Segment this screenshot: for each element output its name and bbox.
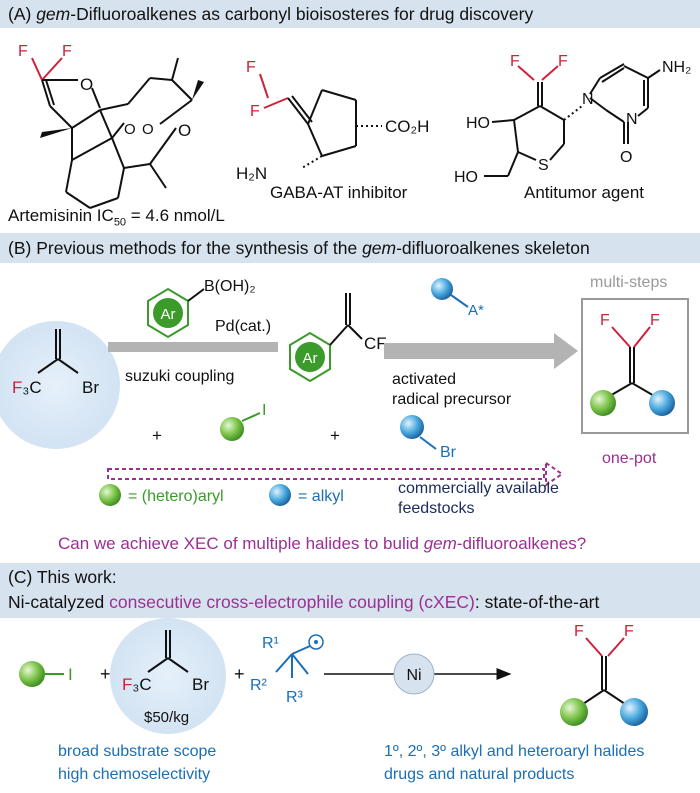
one-pot-arrow	[107, 468, 545, 480]
svg-text:O: O	[80, 75, 93, 94]
blue-sphere-icon	[620, 698, 648, 726]
green-sphere-icon	[19, 661, 45, 687]
svg-text:R³: R³	[286, 689, 304, 706]
svg-text:F: F	[246, 59, 256, 76]
svg-text:+: +	[330, 426, 340, 445]
svg-text:S: S	[538, 157, 549, 174]
green-sphere-icon	[220, 417, 244, 441]
section-c-scheme: I + F₃C Br $50/kg + R¹ R² R³ Ni F F	[19, 618, 648, 734]
antitumor-agent-structure: F F N N O S NH₂ HO HO	[454, 53, 691, 186]
svg-text:F: F	[18, 43, 28, 60]
blue-sphere-icon	[649, 390, 675, 416]
svg-text:NH₂: NH₂	[662, 59, 691, 76]
blue-sphere-icon	[400, 415, 424, 439]
suzuki-arrow	[108, 342, 278, 352]
svg-text:CO₂H: CO₂H	[385, 117, 429, 136]
svg-text:O: O	[178, 121, 191, 140]
section-b-header	[0, 233, 700, 263]
antitumor-label: Antitumor agent	[524, 183, 645, 202]
svg-text:F₃C: F₃C	[122, 675, 152, 694]
substrate-halo	[110, 618, 226, 734]
section-a-title: (A) gem-Difluoroalkenes as carbonyl bioi…	[8, 4, 534, 24]
svg-text:O: O	[124, 121, 136, 138]
svg-text:I: I	[68, 665, 73, 684]
svg-text:F: F	[510, 53, 520, 70]
svg-text:one-pot: one-pot	[602, 450, 657, 467]
section-a-header	[0, 0, 700, 28]
svg-text:R¹: R¹	[262, 635, 279, 652]
svg-text:Ar: Ar	[303, 350, 318, 367]
svg-text:Ni: Ni	[406, 667, 421, 684]
svg-text:Pd(cat.): Pd(cat.)	[215, 318, 271, 335]
svg-text:B(OH)₂: B(OH)₂	[204, 278, 256, 295]
section-b-title: (B) Previous methods for the synthesis o…	[8, 238, 590, 258]
blue-sphere-icon	[431, 278, 453, 300]
svg-text:I: I	[262, 402, 266, 419]
section-c-subtitle: Ni-catalyzed consecutive cross-electroph…	[8, 592, 600, 612]
section-c-title: (C) This work:	[8, 567, 117, 587]
svg-text:multi-steps: multi-steps	[590, 274, 667, 291]
svg-text:N: N	[582, 91, 594, 108]
ni-catalyst	[393, 653, 435, 695]
svg-text:F: F	[600, 312, 610, 329]
svg-text:HO: HO	[454, 169, 478, 186]
svg-text:= alkyl: = alkyl	[298, 488, 344, 505]
svg-text:HO: HO	[466, 115, 490, 132]
green-sphere-icon	[590, 390, 616, 416]
svg-text:F: F	[558, 53, 568, 70]
svg-text:radical precursor: radical precursor	[392, 391, 512, 408]
product-box	[581, 298, 689, 434]
svg-text:N: N	[626, 111, 638, 128]
artemisinin-structure: F F O O O O	[18, 43, 204, 209]
svg-text:commercially available: commercially available	[398, 480, 559, 497]
section-c-header	[0, 563, 700, 618]
blue-sphere-icon	[269, 484, 291, 506]
artemisinin-label: Artemisinin IC50 = 4.6 nmol/L	[8, 206, 225, 229]
svg-text:Br: Br	[82, 378, 99, 397]
svg-text:F: F	[624, 623, 634, 640]
svg-text:A*: A*	[468, 302, 484, 319]
svg-text:Ar: Ar	[161, 306, 176, 323]
svg-text:F: F	[62, 43, 72, 60]
svg-text:+: +	[234, 664, 245, 684]
section-b-question: Can we achieve XEC of multiple halides t…	[58, 534, 587, 553]
svg-text:O: O	[620, 149, 632, 166]
svg-text:+: +	[100, 664, 111, 684]
radical-dot-icon	[308, 634, 324, 650]
substrate-halo	[0, 321, 120, 449]
svg-text:Br: Br	[192, 675, 209, 694]
svg-text:$50/kg: $50/kg	[144, 709, 189, 726]
svg-text:R²: R²	[250, 677, 268, 694]
alkyl-line-2: drugs and natural products	[384, 766, 575, 783]
gaba-at-inhibitor-structure: F F CO₂H H₂N	[236, 59, 429, 181]
section-b-scheme: F₃C Br Ar B(OH)₂ Pd(cat.) suzuki couplin…	[0, 274, 689, 517]
svg-text:+: +	[152, 426, 162, 445]
svg-text:= (hetero)aryl: = (hetero)aryl	[128, 488, 224, 505]
svg-text:F: F	[650, 312, 660, 329]
green-sphere-icon	[99, 484, 121, 506]
svg-text:H₂N: H₂N	[236, 164, 267, 181]
svg-text:F: F	[250, 103, 260, 120]
svg-text:F₃C: F₃C	[12, 378, 42, 397]
svg-text:feedstocks: feedstocks	[398, 500, 474, 517]
scope-line-1: broad substrate scope	[58, 743, 217, 760]
svg-text:Br: Br	[440, 444, 457, 461]
svg-text:activated: activated	[392, 371, 456, 388]
svg-text:O: O	[142, 121, 154, 138]
green-sphere-icon	[560, 698, 588, 726]
scope-line-2: high chemoselectivity	[58, 766, 211, 783]
gaba-at-label: GABA-AT inhibitor	[270, 183, 408, 202]
svg-text:suzuki coupling: suzuki coupling	[125, 368, 234, 385]
svg-text:F: F	[574, 623, 584, 640]
grey-arrow-head	[554, 333, 578, 369]
alkyl-line-1: 1º, 2º, 3º alkyl and heteroaryl halides	[384, 743, 645, 760]
